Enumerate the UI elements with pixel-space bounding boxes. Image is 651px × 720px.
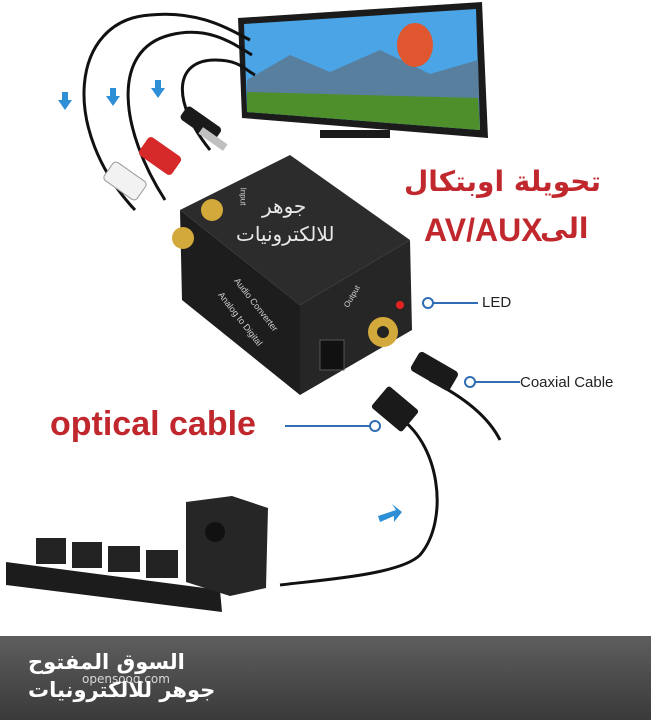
app-domain-text: opensooq.com	[82, 672, 170, 686]
coaxial-callout-label: Coaxial Cable	[520, 374, 614, 391]
tv-screen	[238, 2, 488, 138]
callout-lines	[285, 297, 520, 432]
title-line-2-english: AV/AUX	[424, 212, 543, 248]
converter-box	[172, 155, 412, 395]
bottom-overlay-bar	[0, 636, 651, 720]
title-line-1: تحويلة اوبتكال	[404, 165, 601, 198]
arrow-icons	[58, 80, 402, 522]
shop-name[interactable]: جوهر للالكترونيات	[28, 678, 216, 702]
product-image[interactable]: تحويلة اوبتكال الى AV/AUX جوهر للالكترون…	[0, 0, 651, 636]
speaker-system	[6, 496, 268, 612]
title-line-2-arabic: الى	[540, 212, 589, 245]
optical-plug	[371, 386, 419, 432]
coaxial-plug	[410, 351, 458, 391]
optical-callout-label: optical cable	[50, 405, 256, 443]
device-brand-line-2: للالكترونيات	[236, 222, 335, 246]
app-logo-text: السوق المفتوح	[28, 650, 185, 674]
device-brand-line-1: جوهر	[262, 194, 307, 218]
rca-plugs	[103, 106, 228, 201]
product-illustration	[6, 2, 520, 612]
device-input-label: Input	[238, 187, 248, 206]
led-callout-label: LED	[482, 294, 512, 311]
